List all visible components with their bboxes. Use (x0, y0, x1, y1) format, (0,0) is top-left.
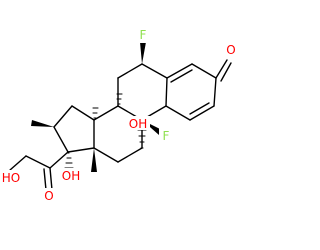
atom-label-f-9: F (163, 129, 170, 143)
atom-label-o-3: O (226, 43, 235, 57)
wedge-c13-methyl (91, 148, 97, 172)
hash-c14-h (92, 107, 99, 119)
bond-c21-oh (9, 155, 27, 171)
bond-c2-c1-double (189, 102, 210, 115)
bond-c5-c4 (166, 63, 193, 79)
atom-label-ho-21: HO (2, 171, 20, 185)
wedge-c16-methyl (31, 120, 54, 127)
bond-c4-c5-double (170, 69, 193, 83)
bond-c20-o-double-a (49, 167, 53, 191)
bond-c17-c13 (67, 147, 95, 153)
structure-diagram: O F F OH OH O HO (0, 27, 238, 204)
hash-c17-oh (64, 152, 74, 169)
bond-c5-c6 (141, 63, 168, 79)
label-bg-o-20 (42, 188, 56, 204)
atom-label-o-20: O (44, 189, 53, 203)
bond-c17-c20 (49, 151, 69, 169)
bond-c12-c13 (93, 147, 119, 163)
label-bg-o-3 (224, 42, 238, 58)
bond-c15-c16 (53, 105, 73, 128)
bond-c4-c3 (191, 63, 217, 79)
wedge-c6-f (140, 42, 146, 64)
atom-label-oh-17: OH (62, 169, 80, 183)
bond-c14-c8 (93, 105, 119, 121)
atom-label-f-6: F (140, 28, 147, 42)
label-bg-f-9 (159, 128, 173, 144)
label-bg-ho-21 (0, 170, 22, 186)
hash-c8-h (116, 93, 123, 105)
label-bg-f-6 (136, 27, 150, 43)
bond-c20-o-double-b (43, 168, 47, 191)
bond-c3-c2 (213, 77, 217, 107)
label-bg-oh-11 (128, 116, 150, 130)
label-bg-oh-17 (60, 168, 82, 184)
bond-c20-c21 (25, 155, 51, 169)
bond-c2-c1 (189, 105, 215, 121)
atom-label-oh-11: OH (129, 117, 147, 131)
molecule-canvas: O F F OH OH O HO (0, 27, 238, 204)
bond-c3-o-double-b (220, 62, 232, 82)
bond-c16-c17 (53, 126, 69, 153)
bond-c6-c7 (117, 63, 143, 79)
bond-c14-c15 (71, 105, 95, 121)
bond-c3-o-double-a (215, 59, 228, 79)
bond-c11-c12 (117, 147, 143, 163)
bond-c10-c5 (165, 77, 168, 107)
bond-c1-c10 (165, 105, 191, 121)
